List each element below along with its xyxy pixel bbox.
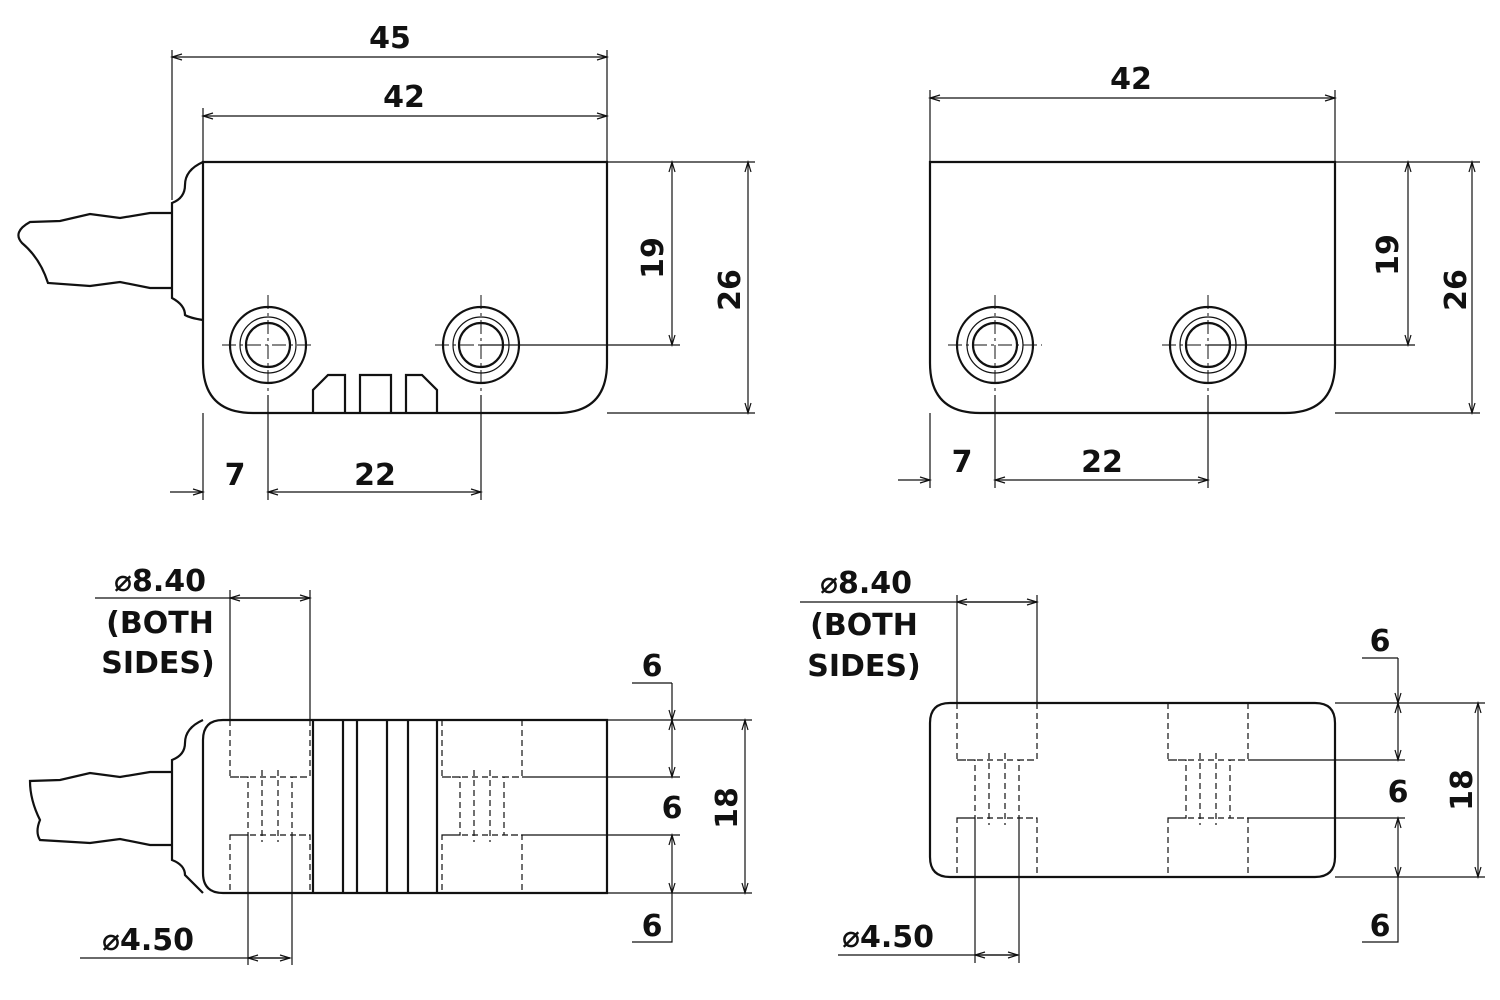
extension-lines — [171, 50, 755, 500]
dim-26: 26 — [1439, 269, 1474, 311]
dim-7: 7 — [225, 458, 246, 493]
slots — [311, 373, 439, 413]
dim-6-bottom: 6 — [642, 909, 663, 944]
bottom-left-view: ⌀8.40 (BOTH SIDES) 6 6 6 18 ⌀4.50 — [28, 564, 752, 965]
dim-18: 18 — [710, 787, 745, 829]
dim-18: 18 — [1445, 769, 1480, 811]
dim-6-mid: 6 — [1388, 775, 1409, 810]
magnet-body — [928, 701, 1337, 879]
hidden-hole-left — [956, 703, 1038, 877]
dim-45: 45 — [369, 21, 411, 56]
extension-lines — [929, 90, 1480, 488]
centerlines — [222, 295, 530, 395]
dim-26: 26 — [713, 269, 748, 311]
dim-6-mid: 6 — [662, 791, 683, 826]
both-sides-line2: SIDES) — [807, 649, 920, 684]
hidden-hole-left — [229, 720, 311, 893]
centerlines — [948, 295, 1255, 395]
sensor-body — [201, 160, 609, 415]
both-sides-line2: SIDES) — [101, 646, 214, 681]
top-right-view: 42 19 26 7 22 — [898, 62, 1480, 488]
hole-label: ⌀4.50 — [842, 920, 934, 955]
dim-6-top: 6 — [1370, 624, 1391, 659]
both-sides-line1: (BOTH — [810, 608, 918, 643]
dim-6-top: 6 — [642, 649, 663, 684]
dim-22: 22 — [354, 458, 396, 493]
both-sides-line1: (BOTH — [106, 606, 214, 641]
dim-7: 7 — [952, 445, 973, 480]
magnet-body — [928, 160, 1337, 415]
dim-19: 19 — [636, 237, 671, 279]
bottom-right-view: ⌀8.40 (BOTH SIDES) 6 6 6 18 ⌀4.50 — [800, 566, 1485, 963]
dim-42: 42 — [383, 80, 425, 115]
counterbore-label: ⌀8.40 — [114, 564, 206, 599]
dim-42: 42 — [1110, 62, 1152, 97]
extension-lines — [229, 590, 752, 965]
top-left-view: 45 42 19 26 7 22 — [17, 21, 755, 500]
hidden-hole-right — [1167, 703, 1249, 877]
cable — [17, 211, 172, 290]
cable-gland — [170, 160, 204, 322]
dim-19: 19 — [1371, 234, 1406, 276]
ribs — [311, 720, 439, 893]
dim-22: 22 — [1081, 445, 1123, 480]
dim-6-bottom: 6 — [1370, 909, 1391, 944]
hole-label: ⌀4.50 — [102, 923, 194, 958]
extension-lines — [956, 595, 1485, 963]
hidden-hole-right — [441, 720, 523, 893]
counterbore-label: ⌀8.40 — [820, 566, 912, 601]
sensor-body — [201, 718, 609, 895]
cable — [28, 770, 172, 847]
cable-gland — [170, 718, 204, 894]
